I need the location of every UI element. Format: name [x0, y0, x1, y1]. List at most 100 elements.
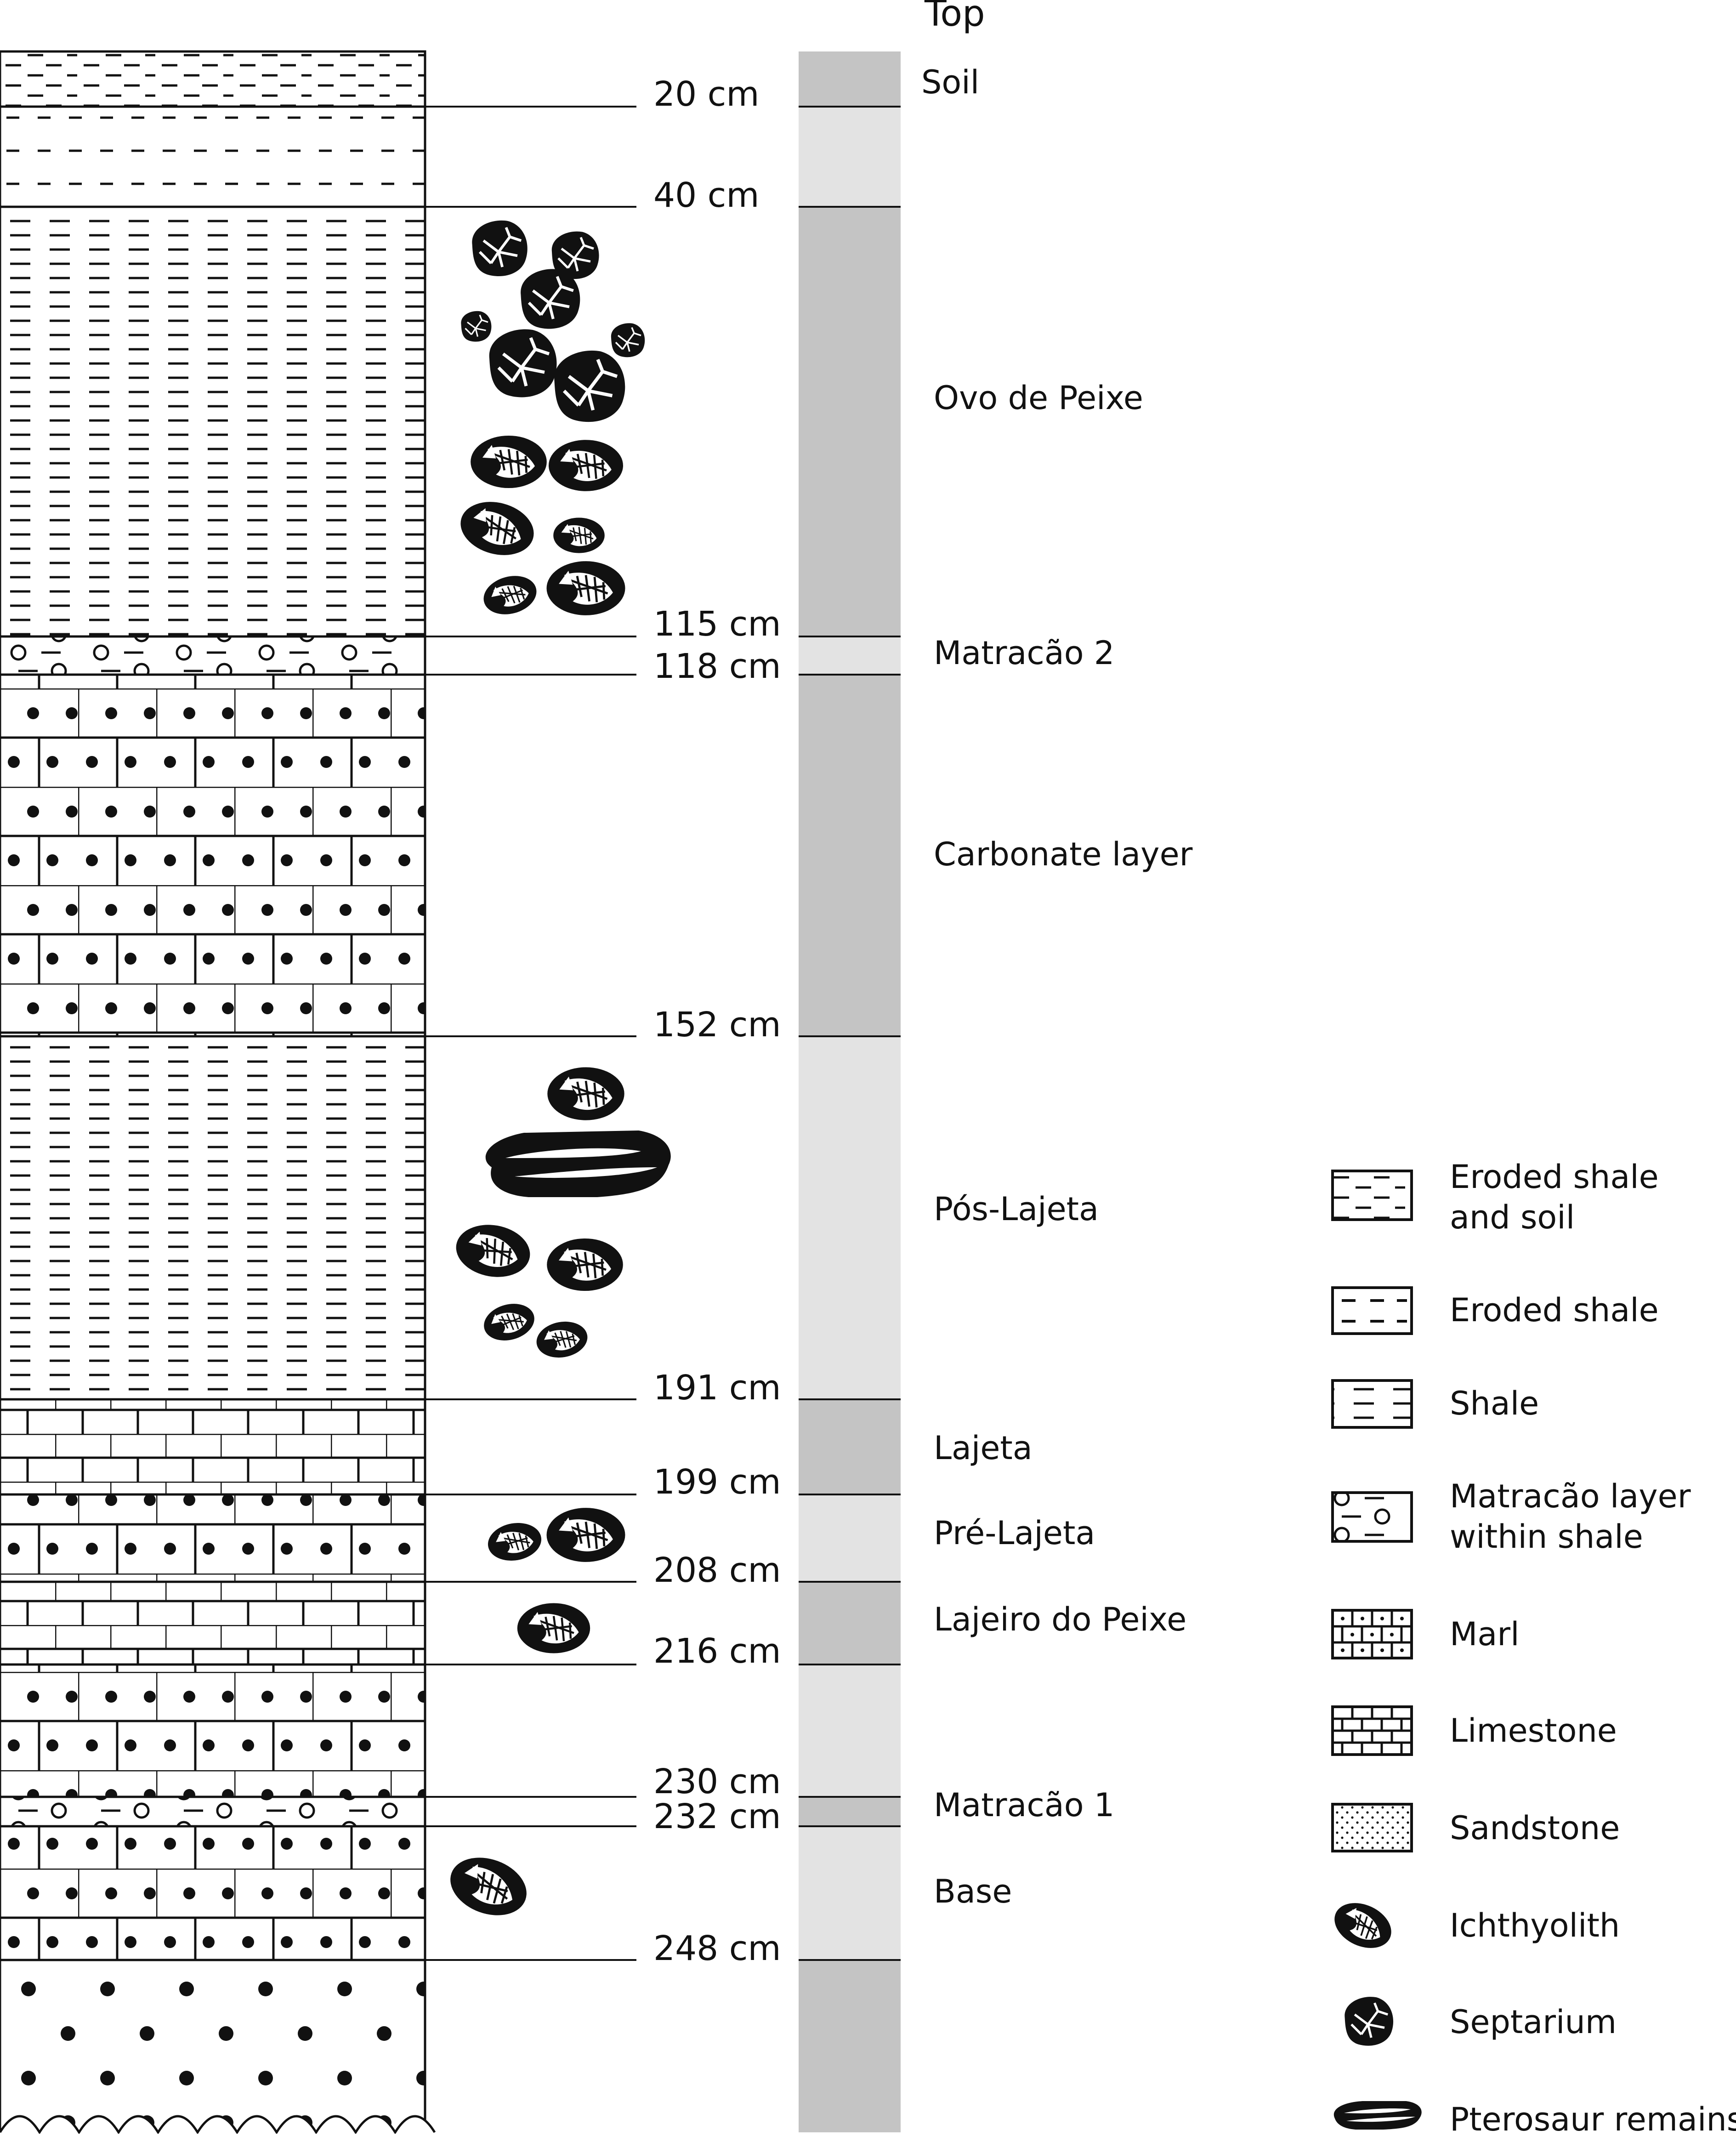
shade-bar-segment	[799, 1399, 901, 1494]
matracao-layer-icon	[1331, 1491, 1413, 1543]
septarium-symbol	[472, 221, 527, 276]
shade-bar-segment	[799, 1036, 901, 1399]
eroded-shale-icon	[1331, 1286, 1413, 1335]
depth-tick-label: 230 cm	[653, 1762, 781, 1801]
column-layer-sandstone	[0, 1959, 426, 2134]
shade-bar-segment	[799, 1664, 901, 1797]
ichthyolith-symbol	[454, 494, 539, 563]
depth-tick-label: 152 cm	[653, 1005, 781, 1045]
unit-label-lajeta: Lajeta	[934, 1429, 1033, 1467]
column-layer-eroded-shale	[0, 105, 426, 208]
shade-bar-segment	[799, 107, 901, 207]
pterosaur-remains-icon	[1333, 2101, 1422, 2130]
ichthyolith-symbol	[533, 1317, 591, 1363]
shade-bar-segment	[799, 207, 901, 636]
shade-bar-segment	[799, 1797, 901, 1826]
column-layer-shale	[0, 205, 426, 638]
legend-label: Eroded shale	[1450, 1291, 1659, 1329]
legend-label: Limestone	[1450, 1712, 1617, 1750]
septarium-symbol	[460, 310, 493, 343]
legend-item-limestone: Limestone	[1331, 1705, 1617, 1756]
ichthyolith-symbol	[547, 1067, 624, 1120]
column-layer-matracao-layer-within-shale	[0, 1795, 426, 1828]
shale-icon	[1331, 1379, 1413, 1429]
unit-label-soil: Soil	[921, 63, 979, 101]
ichthyolith-symbol	[547, 1238, 623, 1291]
unit-label-ovo-de-peixe: Ovo de Peixe	[934, 379, 1143, 417]
depth-tick-label: 248 cm	[653, 1929, 781, 1968]
depth-tick-label: 199 cm	[653, 1462, 781, 1502]
column-layer-eroded-shale-and-soil	[0, 50, 426, 108]
legend-label: Pterosaur remains	[1450, 2101, 1736, 2134]
septarium-symbol	[554, 351, 625, 422]
legend-label: Marl	[1450, 1615, 1520, 1653]
column-layer-marl	[0, 1493, 426, 1583]
shade-bar-segment	[799, 636, 901, 675]
legend-item-matracao-layer: Matracão layer within shale	[1331, 1477, 1691, 1556]
ichthyolith-symbol	[552, 517, 606, 554]
unit-label-lajeiro-do-peixe: Lajeiro do Peixe	[934, 1601, 1186, 1638]
legend-item-eroded-shale-and-soil: Eroded shale and soil	[1331, 1158, 1659, 1236]
sandstone-icon	[1331, 1803, 1413, 1852]
pterosaur-remains-symbol	[485, 1130, 671, 1197]
ichthyolith-symbol	[443, 1847, 535, 1925]
legend-item-ichthyolith: Ichthyolith	[1326, 1893, 1620, 1958]
unit-labels: Soil Ovo de Peixe Matracão 2 Carbonate l…	[921, 63, 1193, 1910]
ichthyolith-symbol	[478, 569, 542, 621]
shade-bar-segment	[799, 1582, 901, 1664]
depth-tick-label: 118 cm	[653, 647, 781, 686]
ichthyolith-symbol	[479, 1297, 539, 1347]
column-layer-marl	[0, 1825, 426, 1961]
eroded-shale-and-soil-icon	[1331, 1170, 1413, 1221]
legend-item-marl: Marl	[1331, 1609, 1520, 1659]
unit-label-pos-lajeta: Pós-Lajeta	[934, 1190, 1099, 1228]
legend-label: Sandstone	[1450, 1809, 1620, 1847]
top-label: Top	[924, 0, 985, 34]
ichthyolith-symbol	[484, 1518, 545, 1566]
column-layer-limestone	[0, 1398, 426, 1496]
ichthyolith-symbol	[549, 440, 623, 491]
legend-item-sandstone: Sandstone	[1331, 1803, 1620, 1852]
legend-label: Eroded shale	[1450, 1158, 1659, 1196]
legend-label: Matracão layer	[1450, 1477, 1691, 1515]
depth-tick-label: 20 cm	[653, 74, 759, 114]
legend-item-eroded-shale: Eroded shale	[1331, 1286, 1659, 1335]
column-layer-marl	[0, 673, 426, 1038]
septarium-symbol	[521, 269, 580, 329]
shade-bar-segment	[799, 675, 901, 1036]
depth-tick-label: 232 cm	[653, 1797, 781, 1836]
legend-item-shale: Shale	[1331, 1379, 1539, 1429]
ichthyolith-symbol	[517, 1603, 590, 1653]
erosional-base-line	[0, 2115, 436, 2135]
depth-tick-label: 115 cm	[653, 604, 781, 644]
septarium-symbol	[610, 322, 646, 358]
unit-label-carbonate-layer: Carbonate layer	[934, 835, 1193, 873]
septarium-symbol	[489, 329, 557, 398]
ichthyolith-icon	[1326, 1893, 1400, 1958]
shade-bar-segment	[799, 51, 901, 107]
depth-tick-label: 216 cm	[653, 1631, 781, 1671]
unit-label-pre-lajeta: Pré-Lajeta	[934, 1514, 1095, 1552]
legend-label: Shale	[1450, 1385, 1539, 1422]
unit-label-base: Base	[934, 1873, 1012, 1910]
legend-label: Septarium	[1450, 2003, 1617, 2041]
ichthyolith-symbol	[547, 561, 625, 615]
fossil-symbols	[443, 221, 671, 1926]
shade-bar-segment	[799, 1494, 901, 1582]
shade-bar-segment	[799, 1960, 901, 2132]
legend-item-septarium: Septarium	[1345, 1997, 1617, 2046]
legend-label: and soil	[1450, 1199, 1575, 1236]
legend: Eroded shale and soil Eroded shale Shale…	[1326, 1158, 1736, 2136]
depth-tick-label: 191 cm	[653, 1368, 781, 1408]
unit-label-matracao-2: Matracão 2	[934, 634, 1114, 672]
column-layer-matracao-layer-within-shale	[0, 635, 426, 676]
ichthyolith-symbol	[547, 1508, 625, 1562]
legend-item-pterosaur-remains: Pterosaur remains	[1333, 2101, 1736, 2136]
depth-tick-label: 208 cm	[653, 1551, 781, 1590]
legend-label: within shale	[1450, 1518, 1643, 1556]
shade-bar-segment	[799, 1826, 901, 1960]
legend-label: Ichthyolith	[1450, 1907, 1620, 1944]
